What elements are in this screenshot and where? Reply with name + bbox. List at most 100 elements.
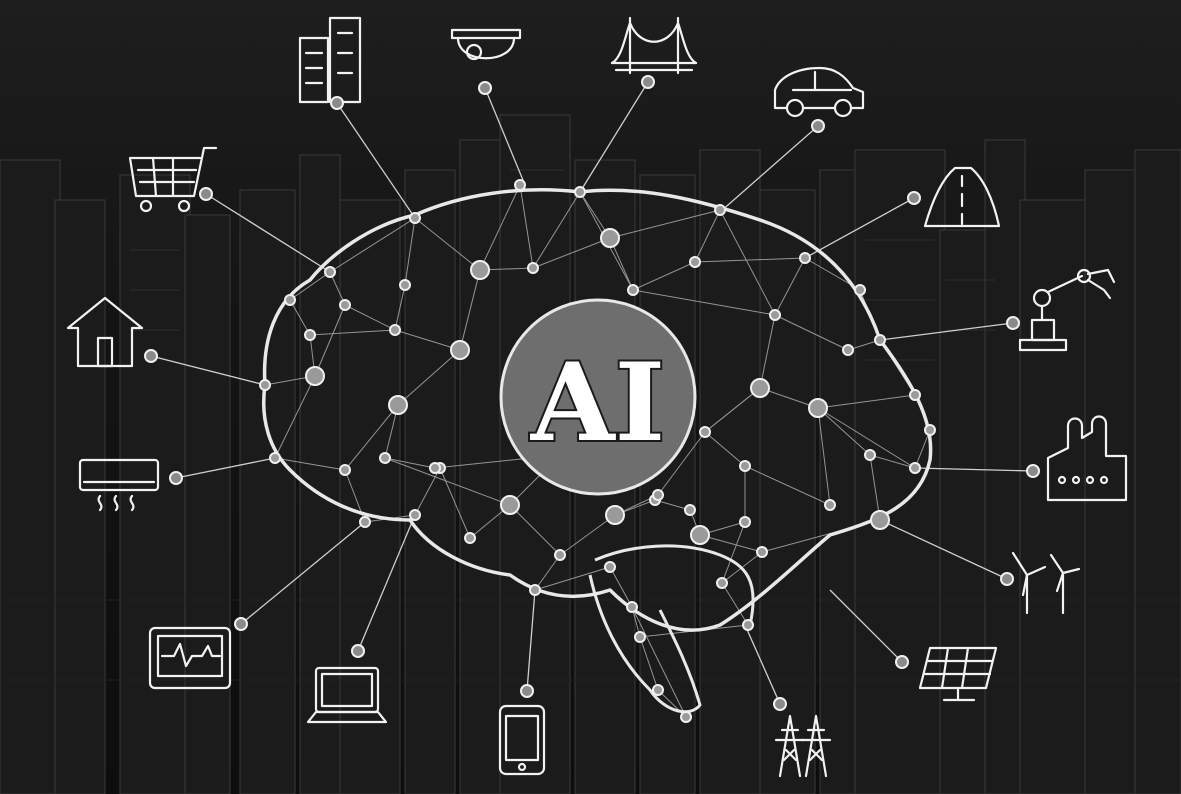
network-node [739, 516, 751, 528]
anchor-dot [907, 191, 921, 205]
car-icon [773, 66, 865, 118]
network-node [339, 464, 351, 476]
network-node [652, 489, 664, 501]
mesh-line [532, 237, 611, 269]
brain-fold [594, 544, 755, 626]
mesh-line [657, 431, 706, 496]
mesh-line [744, 465, 831, 506]
mesh-line [394, 284, 406, 331]
factory-icon [1046, 415, 1128, 502]
anchor-dot [1026, 464, 1040, 478]
network-node [854, 284, 866, 296]
mesh-line [914, 429, 931, 469]
spoke-line [744, 624, 781, 705]
connection-spokes [150, 81, 1034, 705]
mesh-line [817, 407, 916, 469]
network-node [284, 294, 296, 306]
mesh-line [289, 271, 331, 301]
network-node [874, 334, 886, 346]
laptop-icon [306, 666, 388, 724]
mesh-line [759, 387, 819, 409]
anchor-dot [169, 471, 183, 485]
mesh-line [759, 314, 776, 389]
anchor-dot [234, 617, 248, 631]
network-node [554, 549, 566, 561]
anchor-dot [520, 684, 534, 698]
anchor-dot [330, 96, 344, 110]
network-node [739, 460, 751, 472]
power-tower-icon [774, 714, 832, 778]
mesh-line [404, 217, 416, 286]
spoke-line [879, 519, 1008, 580]
network-node [769, 309, 781, 321]
anchor-dot [895, 655, 909, 669]
spoke-line [829, 589, 903, 663]
spoke-line [579, 81, 649, 193]
anchor-dot [199, 187, 213, 201]
network-node [269, 452, 281, 464]
network-node [808, 398, 828, 418]
solar-panel-icon [918, 646, 998, 702]
mesh-line [694, 257, 806, 263]
network-node [909, 389, 921, 401]
wind-turbine-icon [1011, 551, 1081, 615]
smart-building-icon [298, 16, 362, 104]
mesh-line [397, 349, 461, 406]
mesh-line [817, 407, 831, 506]
mesh-line [414, 467, 441, 516]
network-node [750, 378, 770, 398]
spoke-line [914, 467, 1034, 472]
network-node [742, 619, 754, 631]
mesh-line [632, 289, 776, 316]
network-node [924, 424, 936, 436]
network-node [305, 366, 325, 386]
mesh-line [609, 209, 721, 239]
network-node [514, 179, 526, 191]
mesh-line [384, 457, 436, 469]
network-node [799, 252, 811, 264]
mesh-line [817, 394, 916, 409]
robot-arm-icon [1018, 268, 1116, 352]
mesh-line [532, 191, 581, 269]
network-node [429, 462, 441, 474]
mesh-line [384, 457, 511, 506]
network-node [409, 509, 421, 521]
home-icon [66, 296, 144, 368]
network-node [716, 577, 728, 589]
network-node [842, 344, 854, 356]
network-node [464, 532, 476, 544]
mesh-line [309, 329, 396, 336]
medical-monitor-icon [148, 626, 232, 690]
network-node [399, 279, 411, 291]
network-node [389, 324, 401, 336]
mesh-line [631, 606, 687, 718]
network-node [450, 340, 470, 360]
network-node [259, 379, 271, 391]
network-node [909, 462, 921, 474]
brain-outline [262, 188, 933, 632]
network-node [339, 299, 351, 311]
network-nodes [259, 179, 936, 723]
anchor-dot [1006, 316, 1020, 330]
anchor-dot [641, 75, 655, 89]
mesh-line [559, 514, 616, 556]
network-node [359, 516, 371, 528]
network-node [529, 584, 541, 596]
spoke-line [484, 87, 526, 186]
anchor-dot [773, 697, 787, 711]
spoke-line [175, 457, 276, 479]
icon-anchor-dots [144, 75, 1040, 711]
mesh-line [274, 457, 346, 471]
mesh-line [534, 554, 561, 591]
network-node [626, 601, 638, 613]
network-node [680, 711, 692, 723]
network-node [714, 204, 726, 216]
mesh-line [721, 521, 746, 584]
mesh-line [721, 582, 749, 626]
spoke-line [357, 514, 416, 652]
spoke-line [150, 355, 266, 386]
mesh-line [479, 184, 521, 271]
mesh-line [414, 217, 481, 271]
city-windows [0, 169, 1181, 681]
city-skyline [0, 114, 1181, 794]
